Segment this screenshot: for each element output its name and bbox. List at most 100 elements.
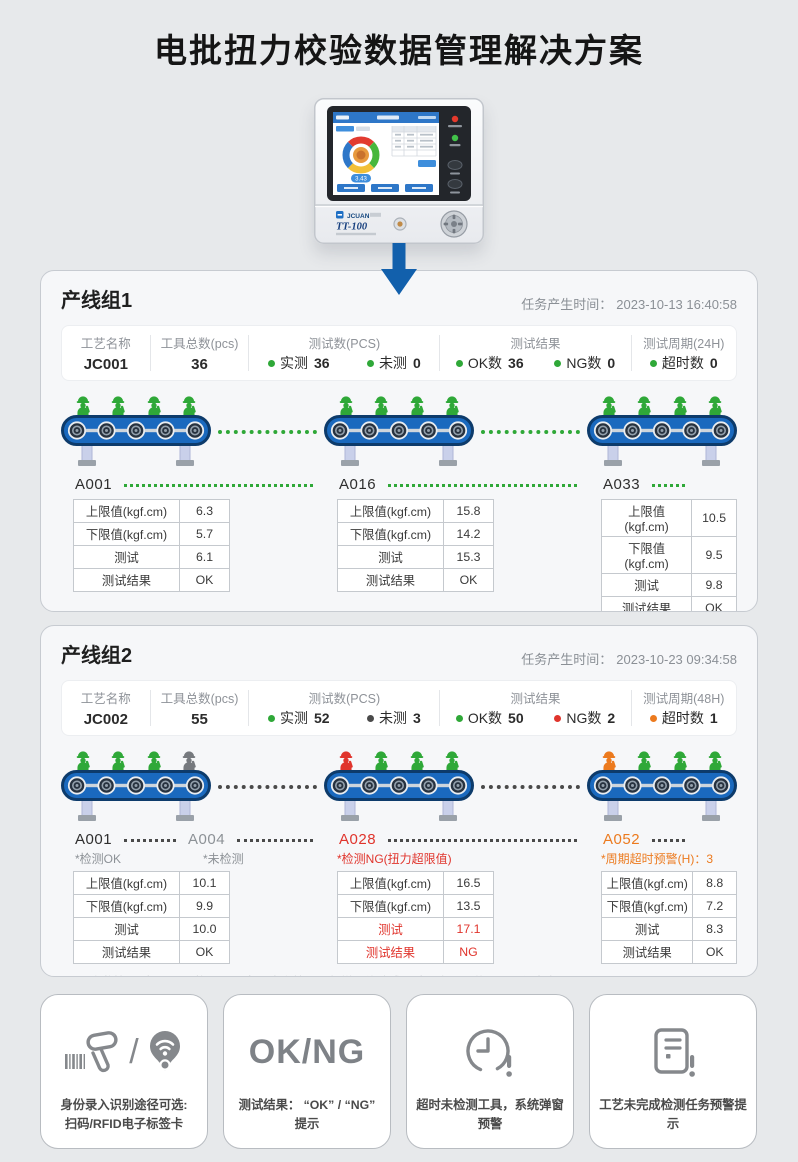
dotted-line [388,483,577,487]
rfid-tag-icon [149,1031,180,1072]
stat-tool-total: 工具总数(pcs) 55 [160,692,239,728]
worker-icon [109,395,127,416]
dotted-line [652,838,685,842]
worker-icon [635,750,653,771]
conveyor-belt-icon [324,415,474,467]
worker-icon-timeout [600,750,618,771]
group1-station-labels: A001 A016 A033 [61,474,737,494]
stat-tool-total: 工具总数(pcs) 36 [160,337,239,373]
card-identity-entry: / 身份录入识别途径可选: 扫码/RFID电子标签卡 [40,994,208,1149]
dotted-connector [481,785,580,789]
down-arrow-icon [381,243,417,295]
device-model: TT-100 [336,222,368,233]
station-id: A001 [75,475,113,493]
document-alert-icon [654,1028,695,1078]
stat-process-name: 工艺名称 JC001 [80,337,131,373]
station-status: *检测NG(扭力超限值) [337,851,452,866]
station-A001-A004 [61,750,211,822]
task-time-value: 2023-10-23 09:34:58 [616,652,737,667]
screen-table [391,126,437,167]
page-title: 电批扭力校验数据管理解决方案 [154,32,644,69]
worker-icon [74,395,92,416]
dotted-line [124,838,177,842]
worker-icon [372,750,390,771]
group-title: 产线组2 [61,645,133,667]
connector-port-icon [440,210,468,238]
worker-icon [635,395,653,416]
green-dot-icon [366,359,374,367]
card-caption: 身份录入识别途径可选: 扫码/RFID电子标签卡 [60,1097,188,1131]
device-base: JCUAN TT-100 [336,210,468,238]
group2-station-sublabels: *检测OK *未检测 *检测NG(扭力超限值) *周期超时预警(H)：3 [61,849,737,866]
card-caption: 测试结果： “OK” / “NG” 提示 [238,1097,376,1131]
dotted-connector [481,430,580,434]
device-brand: JCUAN [347,213,370,220]
worker-icon [600,395,618,416]
worker-icon [443,395,461,416]
group1-conveyors [61,395,737,467]
feature-cards: / 身份录入识别途径可选: 扫码/RFID电子标签卡 OK/NG 测试结果： “… [40,994,758,1149]
dotted-connector [218,785,317,789]
worker-icon [74,750,92,771]
device-screen: 3.43 [333,112,439,195]
ok-ng-text: OK/NG [248,1032,366,1071]
device-screen-value: 3.43 [355,177,367,183]
clock-alert-icon [466,1029,512,1078]
red-dot-icon [554,714,562,722]
station-id: A033 [603,475,641,493]
green-dot-icon [268,714,275,722]
task-time: 任务产生时间：2023-10-23 09:34:58 [521,649,737,668]
worker-icon [145,395,163,416]
task-time: 任务产生时间：2023-10-13 16:40:58 [521,294,737,313]
card-task-alert: 工艺未完成检测任务预警提示 [589,994,757,1149]
worker-icon [109,750,127,771]
panel-footnote: *可同步监管500把不同品牌工具/设备，自主管理（新增、修改或删除）多个工艺、工… [61,973,737,976]
worker-icon [671,750,689,771]
station-A052 [587,750,737,822]
device-illustration: 3.43 [314,98,484,244]
station-id: A016 [339,475,377,493]
group2-conveyors [61,750,737,822]
green-dot-icon [268,359,275,367]
worker-icon [145,750,163,771]
station-status: *检测OK [75,851,122,866]
line-group-1-panel: 产线组1 任务产生时间：2023-10-13 16:40:58 工艺名称 JC0… [40,270,758,612]
run-led-icon [451,134,459,142]
dotted-line [124,483,313,487]
device-led-strip [447,115,463,194]
task-time-label: 任务产生时间： [521,652,613,667]
station-id: A001 [75,830,113,848]
card-timeout-alert: 超时未检测工具，系统弹窗预警 [406,994,574,1149]
worker-icon [408,395,426,416]
dotted-line [652,483,685,487]
station-A033 [587,395,737,467]
orange-dot-icon [649,714,657,722]
device-button-icon [447,179,463,189]
conveyor-belt-icon [324,770,474,822]
worker-icon [337,395,355,416]
worker-icon-untested [180,750,198,771]
conveyor-belt-icon [587,415,737,467]
